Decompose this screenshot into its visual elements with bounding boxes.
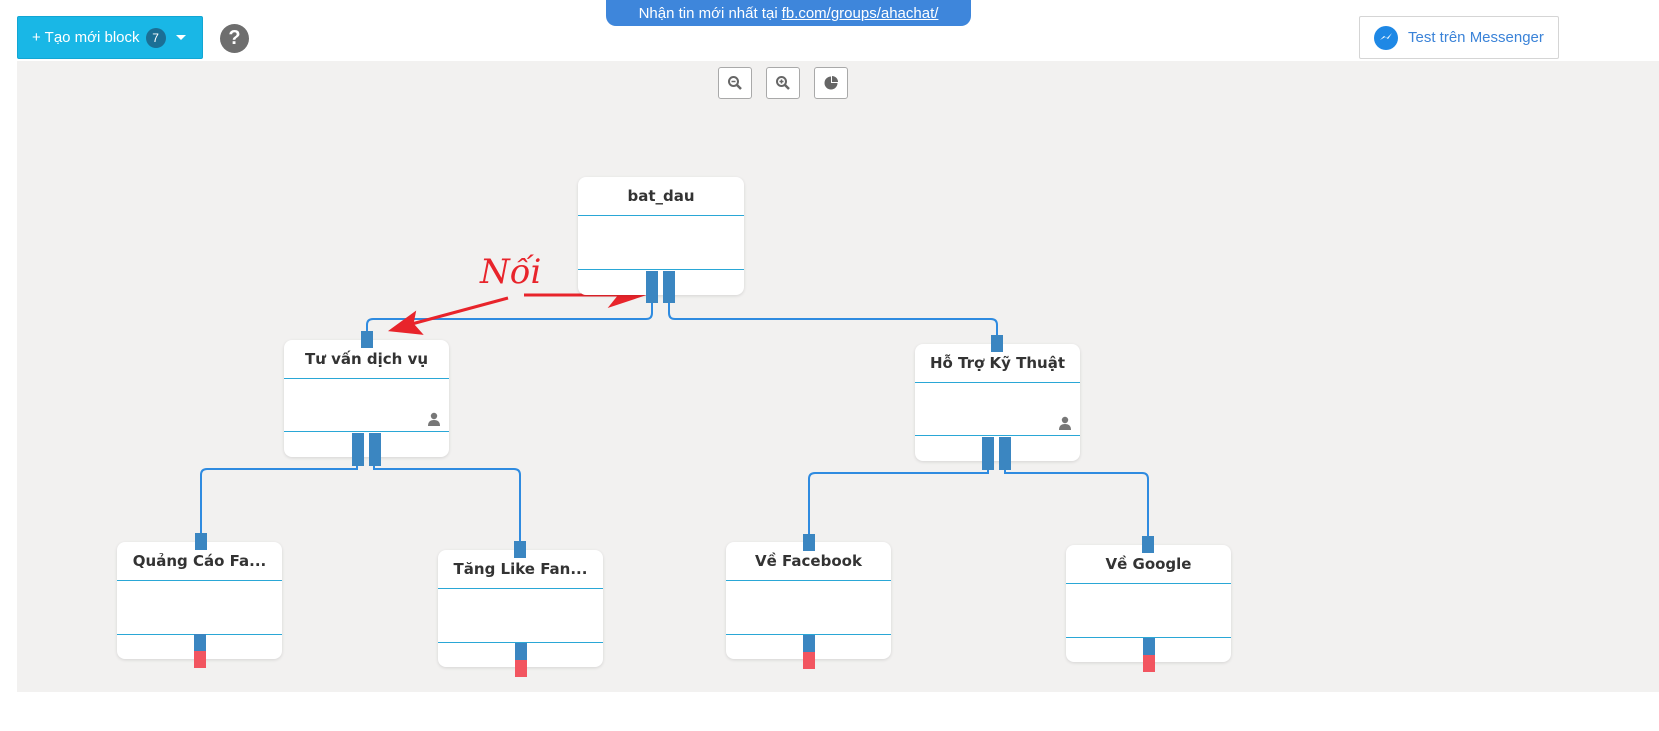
block-divider xyxy=(284,431,449,432)
input-port[interactable] xyxy=(361,331,373,348)
block-node-tu-van[interactable]: Tư vấn dịch vụ xyxy=(284,340,449,457)
zoom-in-button[interactable] xyxy=(766,67,800,99)
input-port[interactable] xyxy=(991,335,1003,352)
block-divider xyxy=(1066,637,1231,638)
annotation-label: Nối xyxy=(480,252,542,292)
block-title: Tăng Like Fan... xyxy=(438,550,603,589)
output-port[interactable] xyxy=(646,271,658,303)
help-icon[interactable]: ? xyxy=(220,24,249,53)
banner-link[interactable]: fb.com/groups/ahachat/ xyxy=(781,4,939,22)
input-port[interactable] xyxy=(514,541,526,558)
output-port[interactable] xyxy=(999,437,1011,470)
empty-output-port[interactable] xyxy=(194,651,206,668)
user-icon xyxy=(428,412,440,426)
banner-text: Nhận tin mới nhất tại xyxy=(638,4,778,22)
block-title: Về Google xyxy=(1066,545,1231,584)
block-title: bat_dau xyxy=(578,177,744,216)
output-port[interactable] xyxy=(663,271,675,303)
output-port[interactable] xyxy=(194,634,206,651)
block-title: Tư vấn dịch vụ xyxy=(284,340,449,379)
input-port[interactable] xyxy=(195,533,207,550)
block-count-badge: 7 xyxy=(145,27,166,48)
output-port[interactable] xyxy=(369,433,381,466)
test-messenger-label: Test trên Messenger xyxy=(1408,29,1544,46)
create-block-button[interactable]: + Tạo mới block 7 xyxy=(17,16,203,59)
input-port[interactable] xyxy=(803,534,815,551)
output-port[interactable] xyxy=(515,643,527,660)
block-divider xyxy=(915,435,1080,436)
zoom-out-button[interactable] xyxy=(718,67,752,99)
block-title: Hỗ Trợ Kỹ Thuật xyxy=(915,344,1080,383)
empty-output-port[interactable] xyxy=(1143,655,1155,672)
zoom-in-icon xyxy=(776,76,790,90)
chart-view-button[interactable] xyxy=(814,67,848,99)
empty-output-port[interactable] xyxy=(515,660,527,677)
empty-output-port[interactable] xyxy=(803,652,815,669)
test-messenger-button[interactable]: Test trên Messenger xyxy=(1359,16,1559,59)
output-port[interactable] xyxy=(803,635,815,652)
block-node-ho-tro[interactable]: Hỗ Trợ Kỹ Thuật xyxy=(915,344,1080,461)
chevron-down-icon[interactable] xyxy=(175,35,186,40)
create-block-label: + Tạo mới block xyxy=(32,29,140,46)
block-title: Quảng Cáo Fa... xyxy=(117,542,282,581)
block-divider xyxy=(578,269,744,270)
output-port[interactable] xyxy=(352,433,364,466)
user-icon xyxy=(1059,416,1071,430)
block-divider xyxy=(438,642,603,643)
messenger-icon xyxy=(1374,25,1398,50)
input-port[interactable] xyxy=(1142,536,1154,553)
block-divider xyxy=(726,634,891,635)
block-node-root[interactable]: bat_dau xyxy=(578,177,744,295)
pie-chart-icon xyxy=(824,76,838,90)
news-banner: Nhận tin mới nhất tại fb.com/groups/ahac… xyxy=(606,0,971,26)
output-port[interactable] xyxy=(1143,638,1155,655)
zoom-out-icon xyxy=(728,76,742,90)
block-title: Về Facebook xyxy=(726,542,891,581)
output-port[interactable] xyxy=(982,437,994,470)
